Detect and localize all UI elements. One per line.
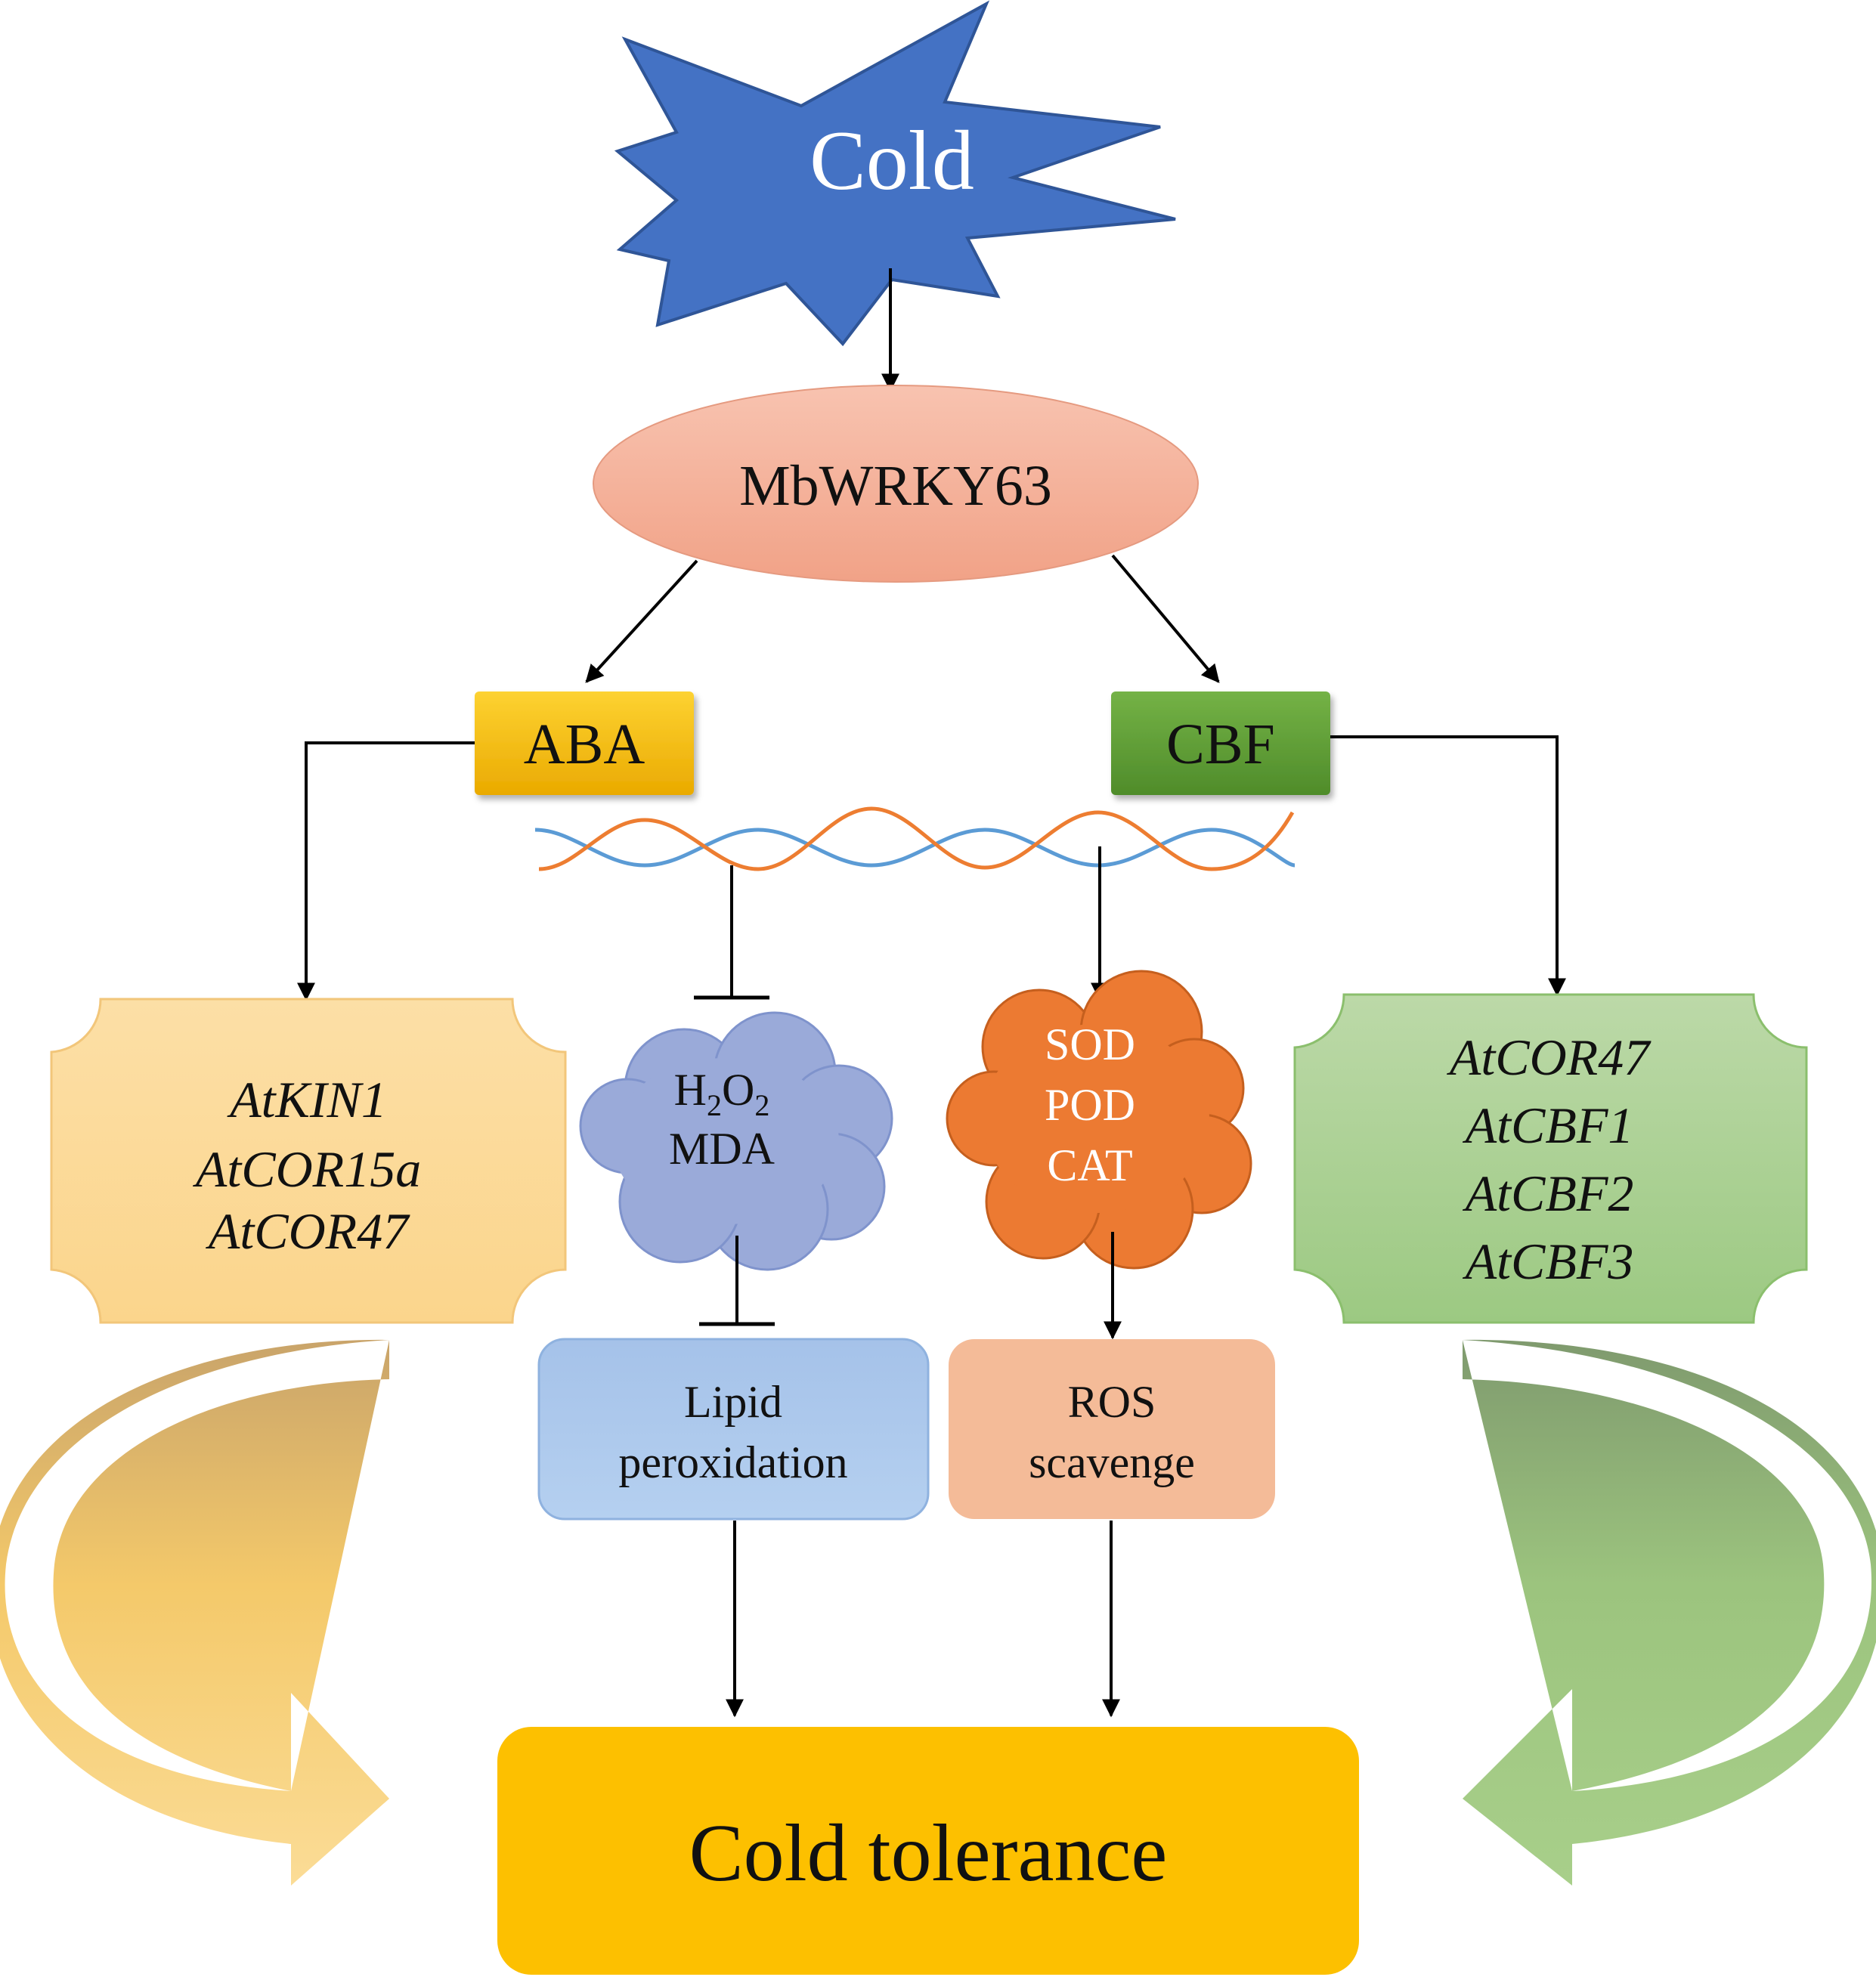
mbwrky63-ellipse	[593, 385, 1199, 583]
cbf-box	[1111, 691, 1330, 795]
ros-line-2: scavenge	[1029, 1437, 1195, 1487]
ros-box	[949, 1339, 1275, 1519]
enzyme-cloud	[946, 970, 1252, 1270]
enzyme-pod: POD	[1045, 1080, 1135, 1130]
arrow-mbwrky63-to-cbf	[1111, 554, 1220, 683]
cold-label: Cold	[810, 114, 974, 208]
curved-arrow-left	[0, 1339, 389, 1886]
dna-strand-orange	[538, 806, 1295, 871]
h2o2-cloud	[579, 1011, 893, 1271]
lipid-line-2: peroxidation	[618, 1437, 847, 1487]
dna-strand-blue	[534, 828, 1296, 868]
lipid-line-1: Lipid	[684, 1377, 782, 1427]
left-gene-2: AtCOR15a	[193, 1140, 421, 1198]
h2o2-o: O	[722, 1065, 754, 1115]
arrow-cbf-to-right-genes	[1330, 735, 1566, 997]
cold-tolerance-label: Cold tolerance	[689, 1808, 1168, 1898]
cold-tolerance-box	[497, 1727, 1359, 1975]
aba-label: ABA	[524, 713, 645, 776]
right-gene-2: AtCBF1	[1463, 1097, 1634, 1154]
arrow-mbwrky63-to-aba	[585, 559, 698, 683]
ros-line-1: ROS	[1068, 1377, 1156, 1427]
right-gene-1: AtCOR47	[1447, 1029, 1652, 1086]
left-gene-1: AtKIN1	[227, 1071, 387, 1128]
h2o2-sub2: 2	[754, 1088, 769, 1122]
h2o2-sub1: 2	[707, 1088, 722, 1122]
aba-box	[475, 691, 694, 795]
cbf-label: CBF	[1166, 713, 1275, 776]
enzyme-cat: CAT	[1047, 1140, 1132, 1190]
enzyme-sod: SOD	[1045, 1019, 1135, 1069]
curved-arrow-right	[1463, 1339, 1876, 1886]
h2o2-h: H	[674, 1065, 707, 1115]
lipid-box	[537, 1338, 930, 1521]
h2o2-label: H2O2	[674, 1065, 770, 1122]
left-gene-box	[50, 998, 567, 1324]
mda-label: MDA	[669, 1124, 775, 1174]
right-gene-box	[1293, 993, 1808, 1324]
arrow-aba-to-left-genes	[297, 741, 475, 1001]
right-gene-4: AtCBF3	[1463, 1233, 1634, 1290]
right-gene-3: AtCBF2	[1463, 1165, 1634, 1222]
mbwrky63-label: MbWRKY63	[739, 454, 1052, 518]
left-gene-3: AtCOR47	[206, 1202, 410, 1260]
